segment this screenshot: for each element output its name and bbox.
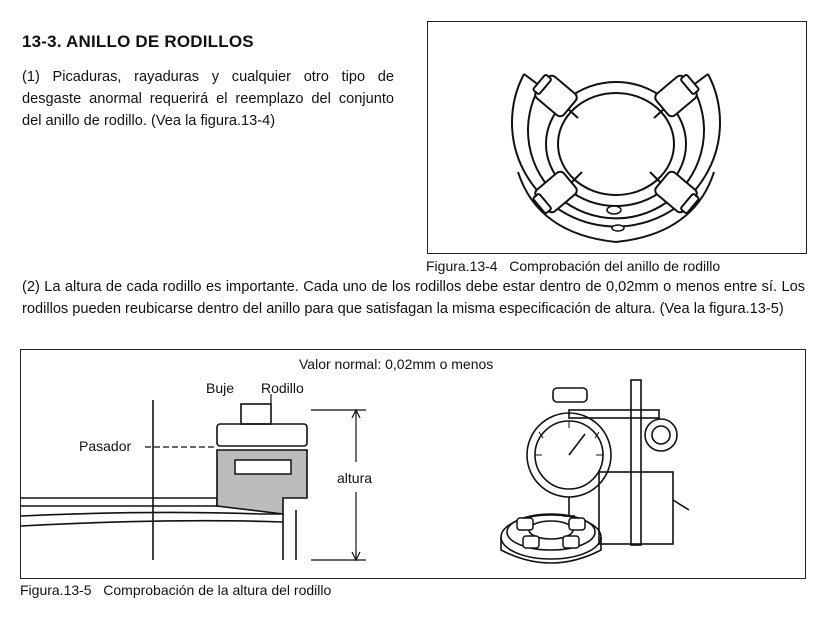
paragraph-2: (2) La altura de cada rodillo es importa… bbox=[22, 279, 805, 317]
roller-top-left bbox=[532, 74, 578, 118]
roller-top-right bbox=[654, 74, 700, 118]
roller-height-illustration bbox=[21, 379, 690, 564]
paragraph-1: (1) Picaduras, rayaduras y cualquier otr… bbox=[22, 69, 394, 129]
roller-bottom-left bbox=[532, 170, 578, 214]
label-altura: altura bbox=[337, 470, 373, 486]
label-rodillo: Rodillo bbox=[261, 380, 304, 396]
spec-label: Valor normal: 0,02mm o menos bbox=[299, 356, 494, 372]
roller-ring-illustration bbox=[511, 73, 721, 244]
figure-13-4 bbox=[427, 21, 807, 254]
section-heading: 13-3. ANILLO DE RODILLOS bbox=[22, 32, 254, 51]
roller-bottom-right bbox=[654, 170, 700, 214]
label-pasador: Pasador bbox=[79, 438, 132, 454]
figure-13-4-caption: Figura.13-4 Comprobación del anillo de r… bbox=[426, 258, 721, 274]
label-buje: Buje bbox=[206, 380, 235, 396]
figure-13-5: Valor normal: 0,02mm o menos Buje Rodill… bbox=[20, 349, 806, 579]
figure-13-5-caption: Figura.13-5 Comprobación de la altura de… bbox=[20, 582, 332, 598]
